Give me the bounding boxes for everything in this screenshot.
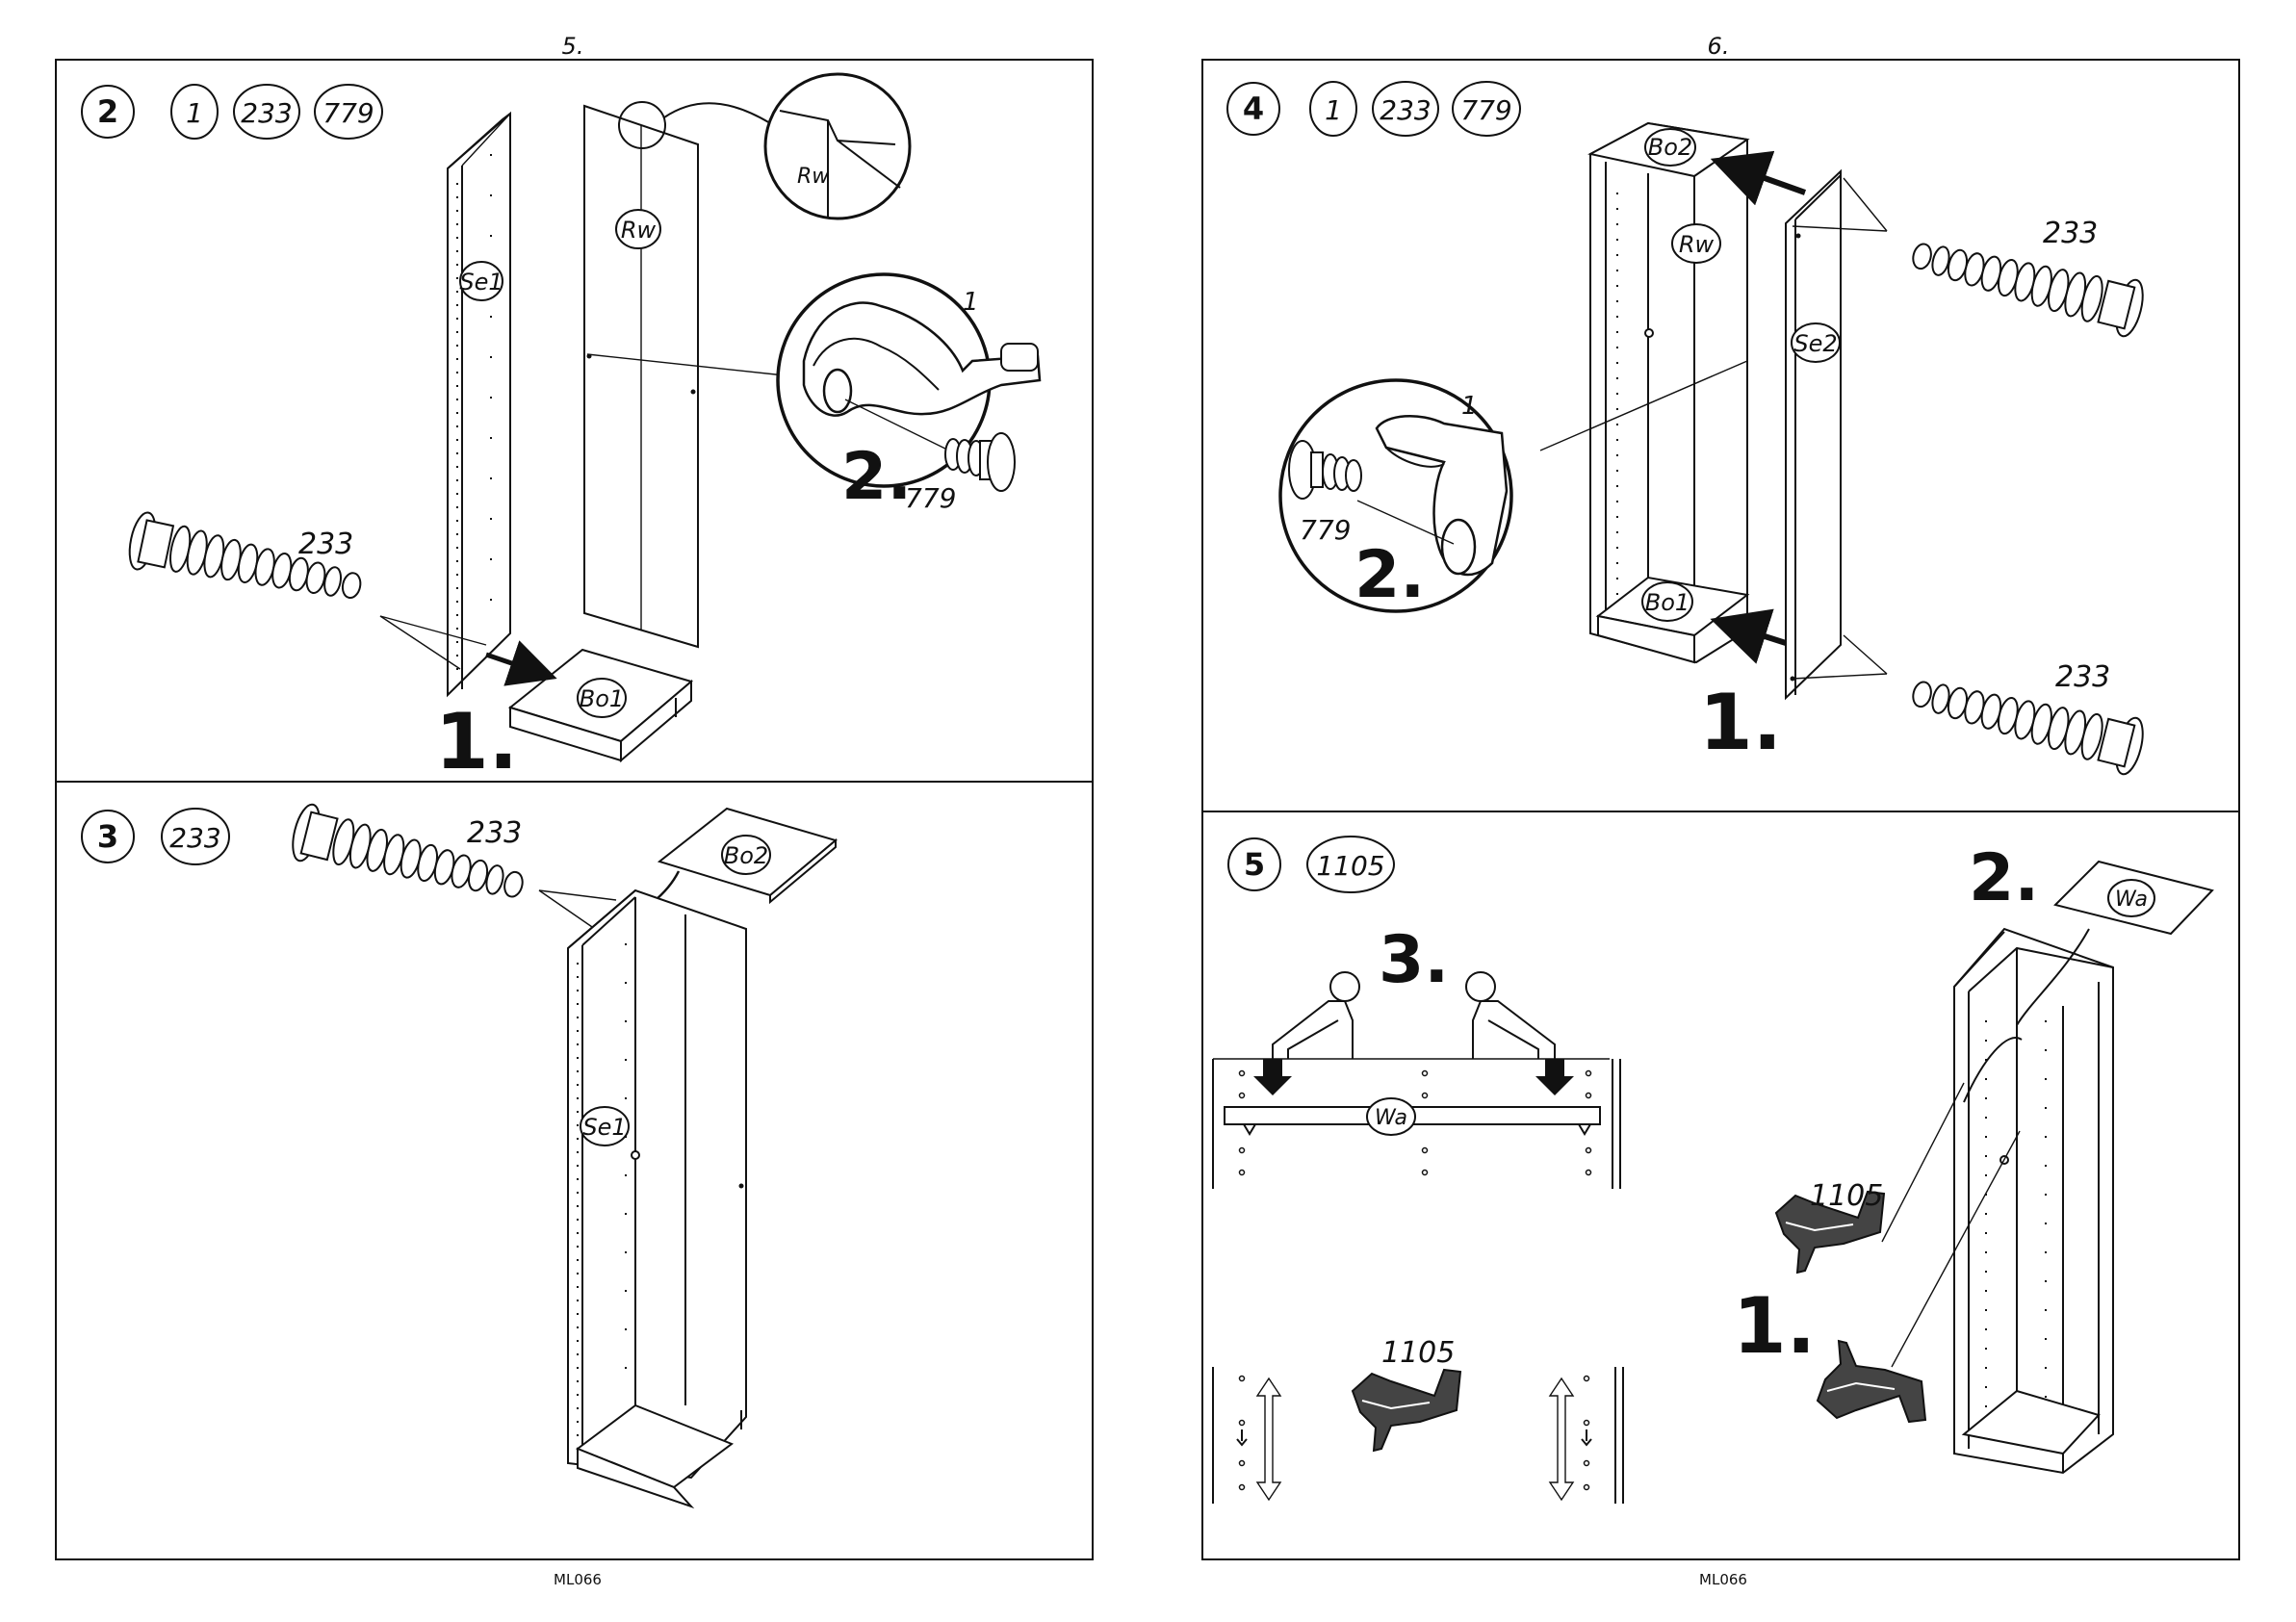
label-dowel: 233 <box>2043 217 2098 250</box>
callout-2: 2. <box>841 439 912 515</box>
part-number: 233 <box>241 97 292 129</box>
label-cam: 1 <box>1461 392 1478 421</box>
back-panel-rw: Rw <box>584 106 698 647</box>
label-se1: Se1 <box>582 1114 626 1141</box>
part-number: 779 <box>322 97 374 129</box>
side-panel-se1: Se1 <box>448 114 510 695</box>
label-1105: 1105 <box>1381 1336 1455 1370</box>
carcass-bo2-rw-bo1: Bo2 Rw Bo1 <box>1590 123 1805 662</box>
callout-1: 1. <box>1699 678 1782 767</box>
label-cam: 1 <box>963 288 979 317</box>
page-number: 6. <box>1708 33 1730 60</box>
step-2-panel: 2 1 233 779 Se1 Rw <box>82 74 1040 786</box>
dowel-233: 233 <box>125 510 486 669</box>
label-se2: Se2 <box>1793 330 1837 357</box>
label-bo2: Bo2 <box>1648 134 1692 161</box>
carcass-se1: Se1 <box>568 890 746 1506</box>
part-number: 1 <box>186 97 203 129</box>
label-wa: Wa <box>1375 1106 1407 1130</box>
label-se1: Se1 <box>459 269 503 296</box>
label-wa: Wa <box>2115 888 2148 912</box>
label-rw: Rw <box>1679 231 1715 258</box>
page-number: 5. <box>562 33 584 60</box>
label-1105: 1105 <box>1810 1179 1883 1213</box>
side-panel-se2: Se2 <box>1786 171 1841 698</box>
callout-1: 1. <box>435 697 518 786</box>
label-screw: 779 <box>905 482 956 514</box>
label-bo2: Bo2 <box>724 842 768 869</box>
dowel-233-bottom: 233 <box>1793 635 2148 777</box>
label-dowel: 233 <box>467 816 522 850</box>
step-4-panel: 4 1 233 779 Bo2 Rw Bo1 Se2 <box>1227 82 2148 777</box>
height-adjust-illustration: 1105 <box>1213 1336 1623 1504</box>
callout-3: 3. <box>1379 922 1449 998</box>
part-number: 779 <box>1460 94 1511 126</box>
step-number: 5 <box>1244 846 1265 883</box>
callout-2: 2. <box>1354 537 1425 613</box>
label-rw-detail: Rw <box>797 165 830 189</box>
part-number: 1 <box>1325 94 1342 126</box>
step-3-panel: 3 233 233 Bo2 Se1 <box>82 802 836 1506</box>
step-number: 2 <box>97 93 118 130</box>
label-dowel: 233 <box>298 528 353 561</box>
dowel-233: 233 <box>288 802 616 929</box>
label-screw: 779 <box>1300 514 1351 546</box>
arrow <box>486 655 534 671</box>
step-number: 3 <box>97 818 118 855</box>
footer-code: ML066 <box>1699 1571 1747 1588</box>
part-number: 233 <box>169 822 220 854</box>
shelf-press-illustration: Wa 3. <box>1213 922 1620 1189</box>
label-rw: Rw <box>621 217 657 244</box>
carcass-shelf-install <box>1954 929 2113 1473</box>
dowel-233-top: 233 <box>1793 178 2148 339</box>
callout-1: 1. <box>1733 1281 1816 1371</box>
label-bo1: Bo1 <box>1645 589 1690 616</box>
step-number: 4 <box>1243 90 1264 127</box>
step-5-panel: 5 1105 Wa <box>1213 837 2212 1504</box>
label-bo1: Bo1 <box>580 685 624 712</box>
label-dowel: 233 <box>2055 660 2110 694</box>
footer-code: ML066 <box>554 1571 602 1588</box>
callout-2: 2. <box>1969 840 2039 916</box>
part-number: 1105 <box>1316 850 1384 882</box>
part-number: 233 <box>1380 94 1431 126</box>
